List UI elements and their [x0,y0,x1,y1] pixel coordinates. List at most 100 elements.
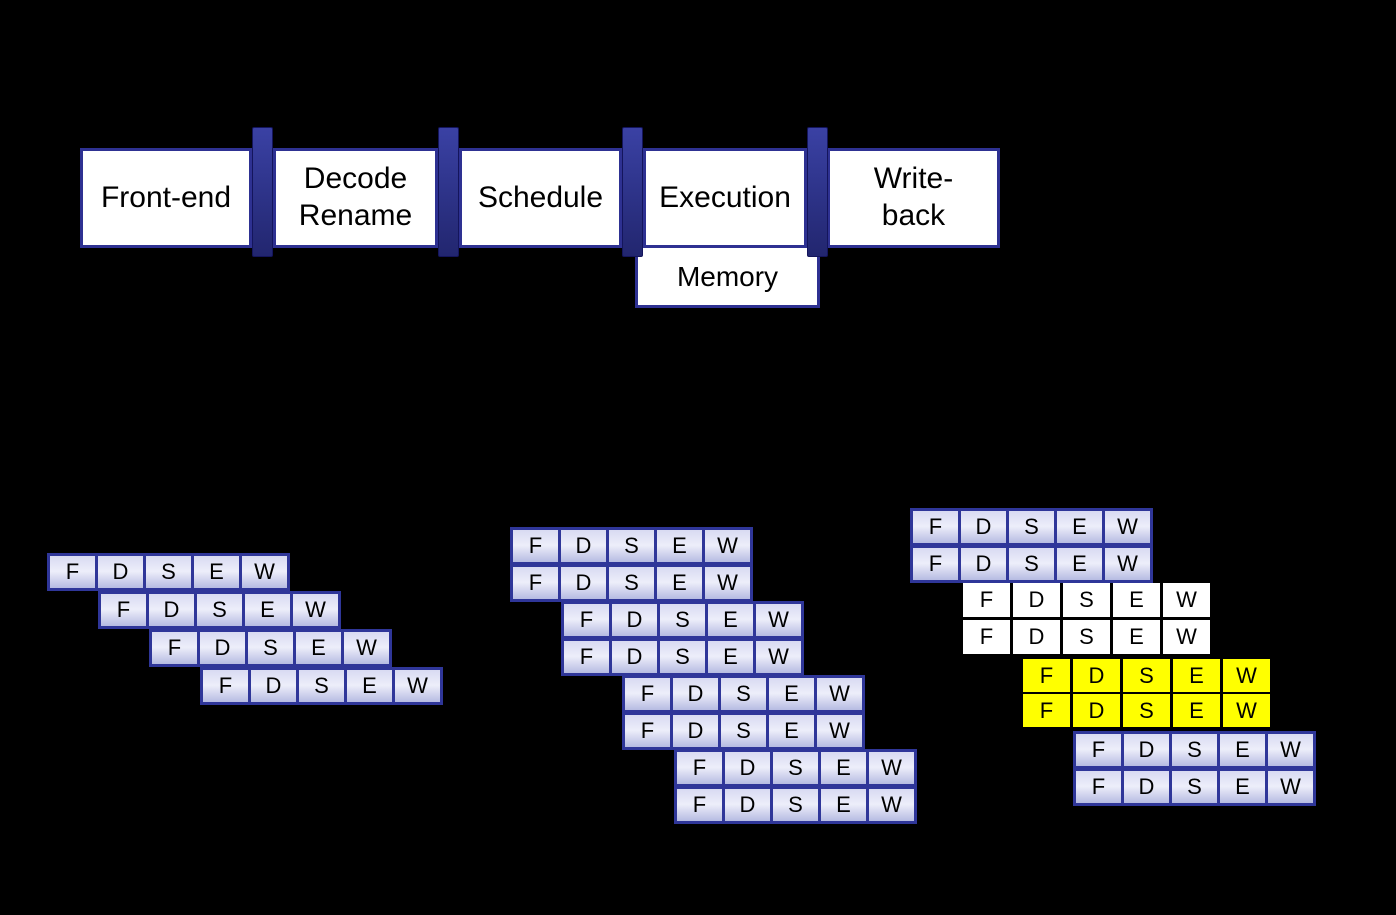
stage-cell-e: E [818,749,869,787]
stage-cell-s: S [1063,620,1110,654]
pipeline-latch-bar [252,127,273,257]
stage-cell-e: E [766,675,817,713]
stage-cell-e: E [1173,659,1220,692]
stage-cell-w: W [702,564,753,602]
stage-cell-s: S [718,712,769,750]
stage-cell-f: F [1073,768,1124,806]
stage-cell-w: W [814,712,865,750]
stage-cell-s: S [1063,583,1110,617]
stage-cell-w: W [1102,545,1153,583]
stage-cell-e: E [705,601,756,639]
stage-cell-w: W [1223,659,1270,692]
stage-box-decode-rename: Decode Rename [273,148,438,248]
stage-cell-s: S [718,675,769,713]
stage-cell-w: W [753,601,804,639]
stage-cell-s: S [1123,659,1170,692]
stage-cell-d: D [1013,583,1060,617]
stage-cell-e: E [654,564,705,602]
stage-cell-f: F [674,786,725,824]
stage-cell-w: W [1102,508,1153,546]
stage-cell-w: W [866,786,917,824]
stage-cell-s: S [1006,508,1057,546]
stage-cell-d: D [670,712,721,750]
stage-cell-w: W [1163,583,1210,617]
stage-cell-w: W [290,591,341,629]
stage-cell-w: W [702,527,753,565]
stage-cell-s: S [1006,545,1057,583]
stage-cell-f: F [910,545,961,583]
stage-cell-d: D [958,508,1009,546]
stage-cell-d: D [609,638,660,676]
stage-cell-w: W [392,667,443,705]
stage-cell-w: W [1163,620,1210,654]
stage-cell-w: W [814,675,865,713]
stage-cell-w: W [753,638,804,676]
stage-cell-f: F [47,553,98,591]
stage-cell-e: E [1113,583,1160,617]
stage-cell-f: F [149,629,200,667]
stage-cell-f: F [200,667,251,705]
stage-cell-s: S [606,527,657,565]
stage-cell-e: E [818,786,869,824]
stage-cell-d: D [1073,694,1120,727]
stage-cell-d: D [558,564,609,602]
stage-cell-e: E [1054,508,1105,546]
stage-cell-s: S [657,601,708,639]
stage-cell-d: D [1121,731,1172,769]
stage-cell-d: D [722,749,773,787]
stage-cell-f: F [1023,694,1070,727]
stage-cell-d: D [558,527,609,565]
stage-cell-f: F [510,527,561,565]
stage-cell-d: D [1121,768,1172,806]
stage-cell-w: W [1265,731,1316,769]
pipeline-latch-bar [622,127,643,257]
stage-box-memory: Memory [635,245,820,308]
stage-cell-d: D [1013,620,1060,654]
stage-cell-d: D [95,553,146,591]
stage-cell-e: E [1173,694,1220,727]
stage-cell-e: E [705,638,756,676]
stage-cell-s: S [1169,768,1220,806]
stage-cell-e: E [242,591,293,629]
stage-cell-e: E [1217,731,1268,769]
stage-cell-d: D [722,786,773,824]
stage-cell-w: W [341,629,392,667]
stage-cell-e: E [1217,768,1268,806]
stage-cell-d: D [248,667,299,705]
stage-cell-w: W [1265,768,1316,806]
stage-cell-f: F [963,583,1010,617]
stage-box-execution: Execution [643,148,807,248]
stage-box-front-end: Front-end [80,148,252,248]
stage-cell-d: D [1073,659,1120,692]
stage-cell-w: W [239,553,290,591]
stage-cell-s: S [1123,694,1170,727]
stage-cell-f: F [1023,659,1070,692]
stage-cell-w: W [866,749,917,787]
stage-box-schedule: Schedule [459,148,622,248]
stage-cell-e: E [766,712,817,750]
stage-cell-f: F [963,620,1010,654]
stage-cell-f: F [1073,731,1124,769]
stage-cell-s: S [194,591,245,629]
pipeline-latch-bar [807,127,828,257]
stage-cell-f: F [910,508,961,546]
